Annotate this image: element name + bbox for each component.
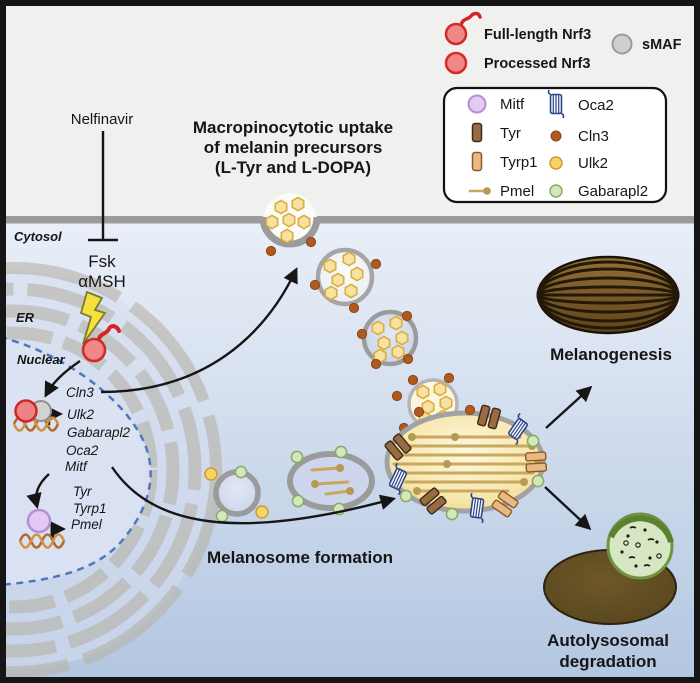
nuclear-label: Nuclear (17, 352, 66, 367)
cln3-label: Cln3 (578, 128, 609, 145)
cln3-to-macropinosome-arrow (100, 267, 298, 394)
gabarapl2-label: Gabarapl2 (578, 183, 648, 200)
tyr-label: Tyr (500, 125, 521, 142)
ulk2-label: Ulk2 (578, 155, 608, 172)
to-autolysosome-arrow (544, 486, 592, 531)
drug-label: Nelfinavir (71, 111, 134, 128)
mitf-gene-list: Tyr Tyrp1 Pmel (71, 484, 107, 532)
lightning-icon (79, 290, 107, 345)
pmel-label: Pmel (500, 183, 534, 200)
stage2-vesicle (287, 445, 375, 516)
macropinocytic-cup (259, 193, 321, 257)
cytosol-label: Cytosol (14, 229, 62, 244)
melanogenesis-label: Melanogenesis (550, 345, 672, 364)
gene-label: Tyrp1 (73, 501, 107, 516)
legend-box: Mitf Tyr Tyrp1 Pmel Oca2 Cln3 Ulk2 Gabar… (442, 86, 668, 204)
nrf3-to-nucleus-arrow (44, 360, 81, 398)
nrf3-target-locus (12, 399, 60, 432)
macropinosome (356, 309, 419, 370)
legend-top: Full-length Nrf3 Processed Nrf3 sMAF (444, 11, 682, 75)
gabarapl2-legend-icon (549, 184, 563, 198)
full-length-nrf3-label: Full-length Nrf3 (484, 27, 591, 43)
cln3-legend-icon (550, 130, 562, 142)
melanogenesis-melanosome (536, 255, 680, 335)
amsh-label: αMSH (78, 272, 126, 291)
processed-nrf3-label: Processed Nrf3 (484, 56, 590, 72)
gene-label: Cln3 (66, 385, 94, 400)
gene-label: Tyr (73, 484, 92, 499)
gene-label: Mitf (65, 459, 88, 474)
er-label: ER (16, 310, 35, 325)
processed-nrf3-legend-icon (444, 51, 468, 75)
genes-to-melanosome-arrow (111, 466, 397, 525)
tyrp1-legend-icon (471, 151, 483, 172)
oca2-legend-icon (547, 89, 565, 119)
heading-line3: (L-Tyr and L-DOPA) (215, 158, 371, 177)
mitf-target-locus (18, 508, 66, 549)
cln3-icon (265, 245, 277, 257)
smaf-label: sMAF (642, 37, 682, 53)
oca2-label: Oca2 (578, 97, 614, 114)
to-melanogenesis-arrow (545, 385, 593, 429)
fsk-label: Fsk (88, 252, 116, 271)
transcription-arrow (50, 521, 67, 541)
mitf-legend-icon (467, 94, 487, 114)
ulk2-legend-icon (549, 156, 563, 170)
nrf3-gene-list: Cln3 Ulk2 Gabarapl2 Oca2 Mitf (65, 385, 131, 474)
melanosome-formation-label: Melanosome formation (207, 548, 393, 567)
autolysosomal-label-line1: Autolysosomal (547, 631, 669, 650)
er-membrane-stacks (0, 262, 222, 678)
tyrp1-label: Tyrp1 (500, 154, 538, 171)
inhibition-arrow (88, 131, 118, 242)
mitf-to-genes-arrow (26, 473, 50, 510)
tyr-legend-icon (471, 122, 483, 143)
melanin-precursor-icon (274, 199, 288, 215)
gene-label: Gabarapl2 (67, 425, 131, 440)
gene-label: Pmel (71, 517, 103, 532)
gene-label: Oca2 (66, 443, 99, 458)
full-length-nrf3-legend-icon (444, 11, 482, 46)
autolysosomal-label-line2: degradation (559, 652, 656, 671)
degraded-content (620, 526, 662, 568)
gene-label: Ulk2 (67, 407, 94, 422)
ulk2-icon (204, 467, 218, 481)
autolysosome (543, 512, 677, 625)
mitf-label: Mitf (500, 96, 525, 113)
pathway-arrows (26, 131, 593, 541)
macropinosome (309, 247, 382, 314)
heading-line1: Macropinocytotic uptake (193, 118, 393, 137)
processed-nrf3-icon (14, 399, 38, 423)
smaf-legend-icon (611, 33, 633, 55)
melanin-ridges (536, 260, 680, 330)
stage1-vesicle (204, 465, 269, 523)
full-length-nrf3-at-er (81, 324, 121, 363)
plasma-membrane (6, 216, 694, 224)
pmel-legend-icon (468, 187, 491, 195)
gabarapl2-icon (526, 434, 540, 448)
heading-line2: of melanin precursors (204, 138, 383, 157)
mitf-icon (26, 508, 52, 534)
melanosome (383, 404, 548, 524)
